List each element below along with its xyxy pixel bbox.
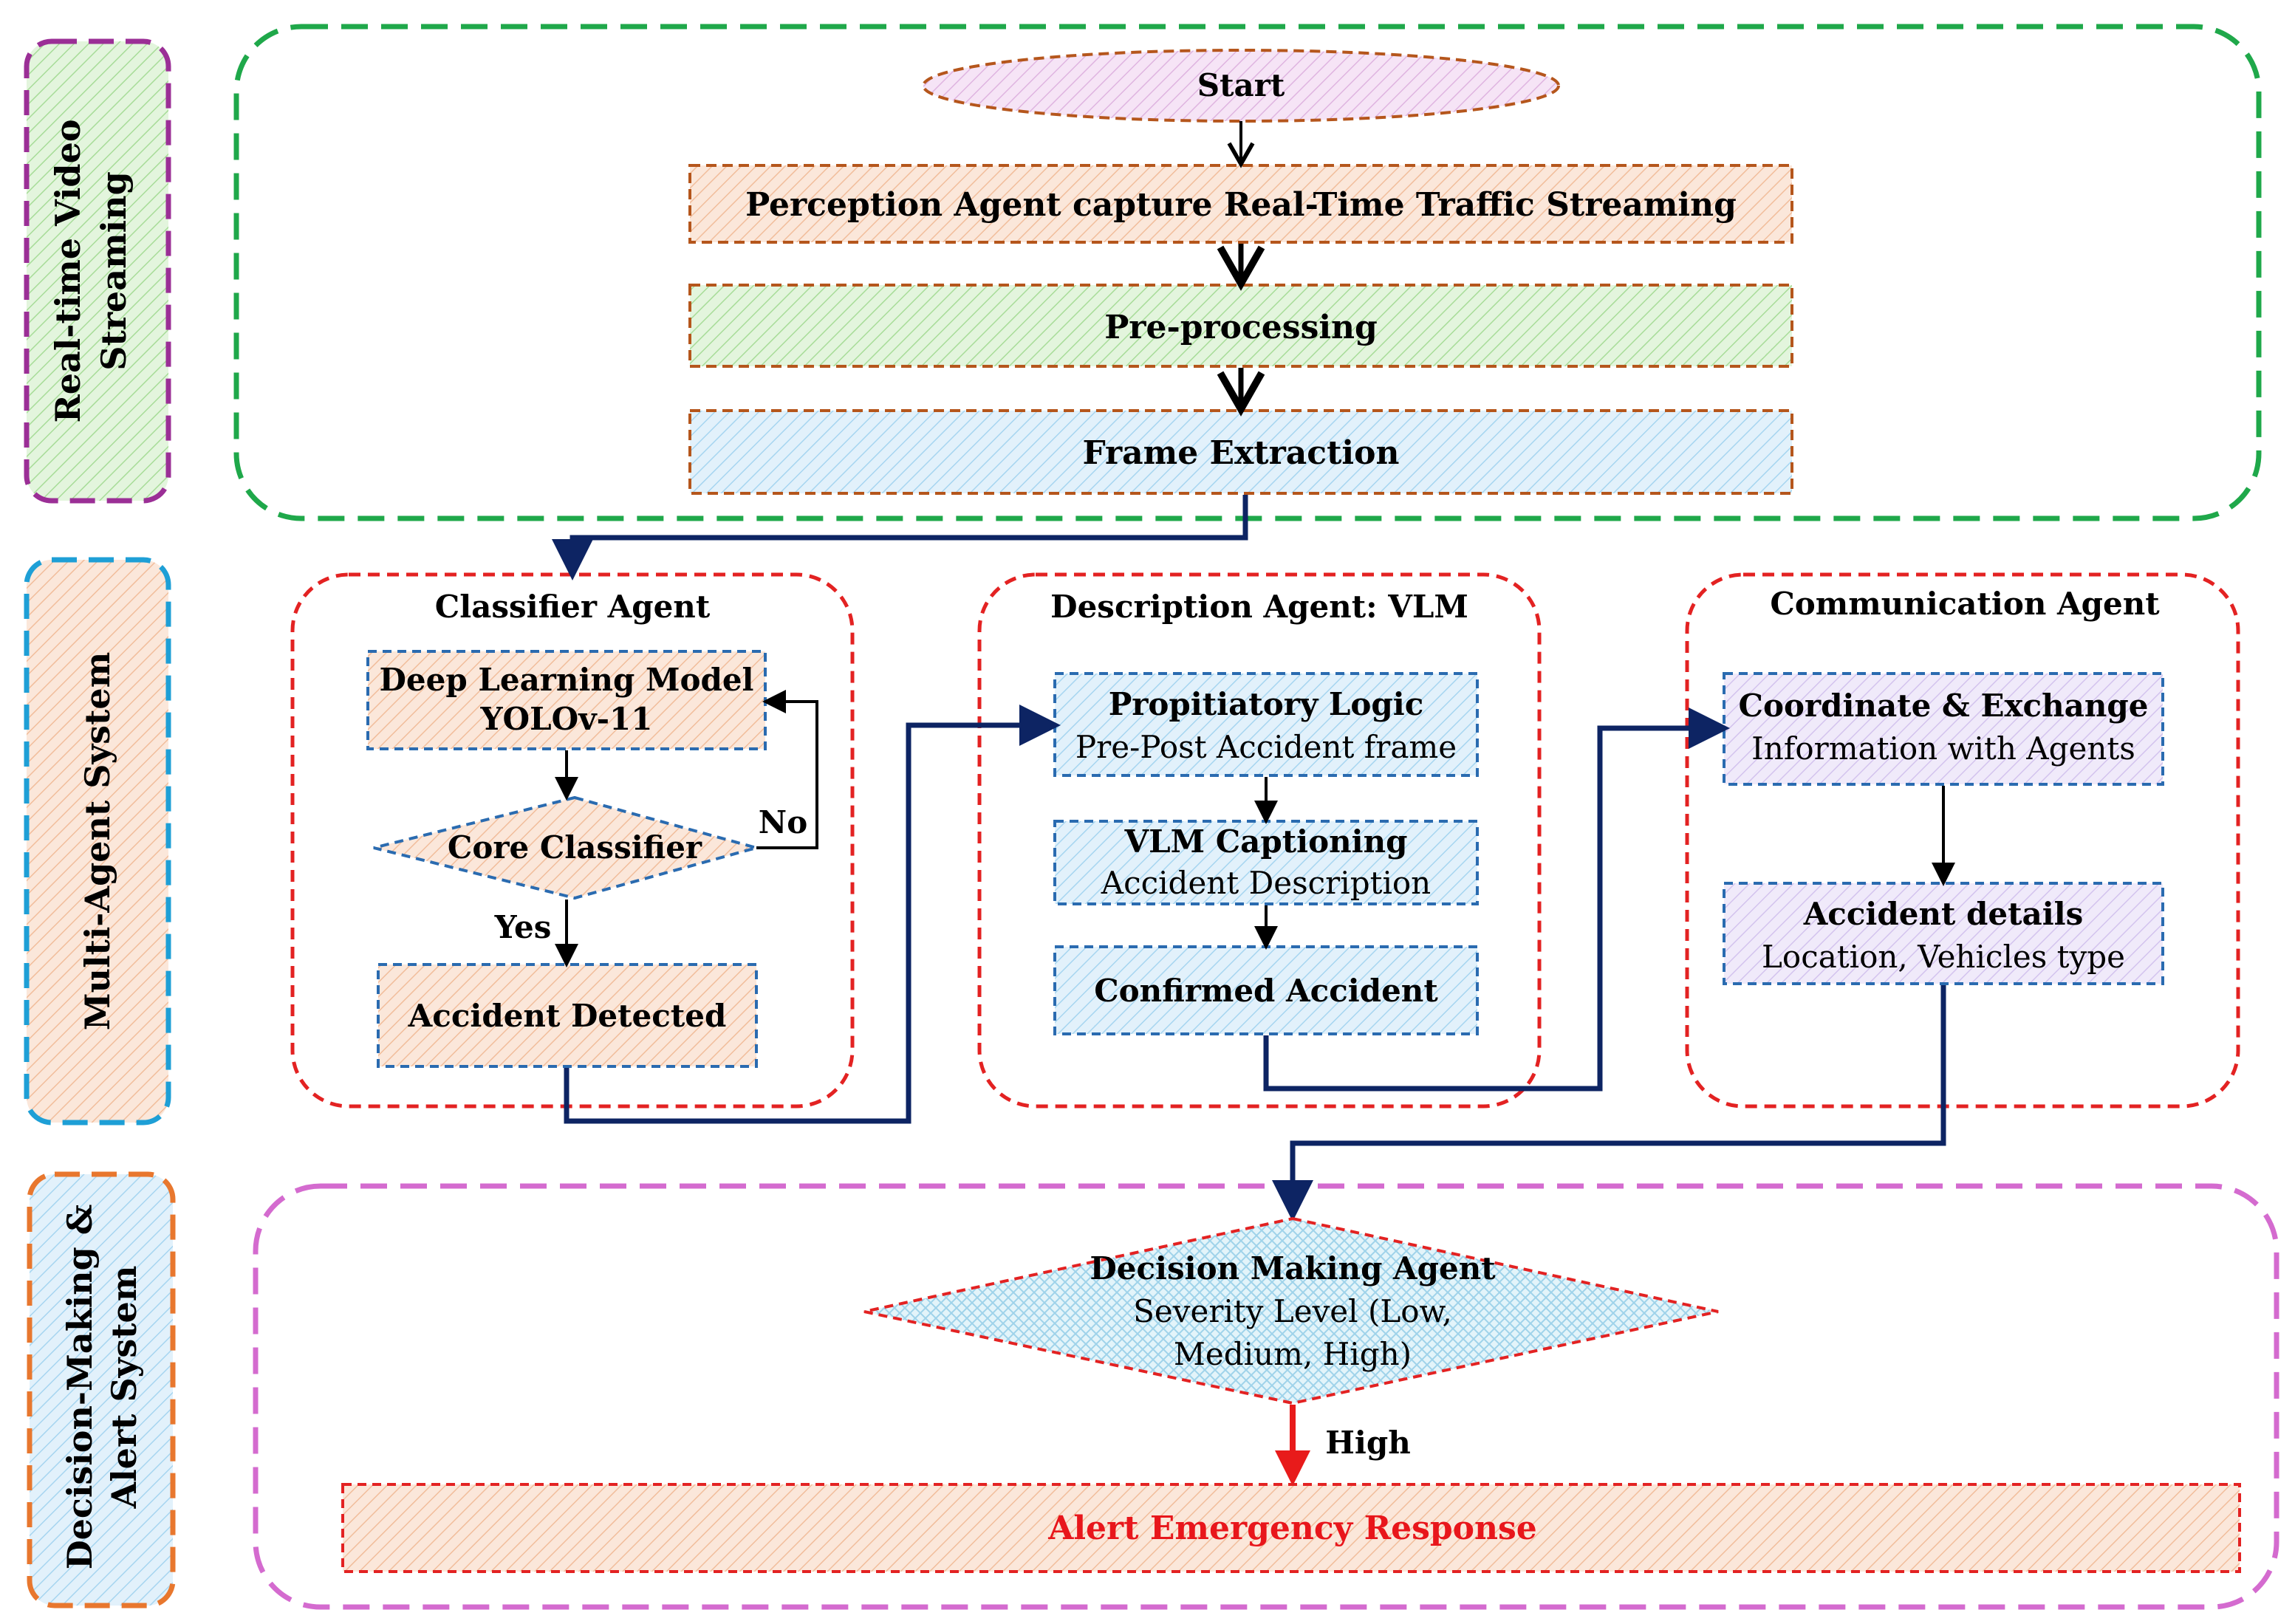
section-label-mas-text: Multi-Agent System: [78, 652, 117, 1031]
yes-label: Yes: [494, 909, 552, 945]
vlm-captioning-node: [1053, 820, 1479, 905]
connector-frame-to-classifier: [552, 495, 1248, 580]
connector-description-to-communication: [1263, 707, 1730, 1092]
section-label-video: Real-time Video Streaming: [24, 38, 171, 504]
coordinate-exchange-sub: Information with Agents: [1751, 730, 2135, 767]
accident-detected-label: Accident Detected: [408, 998, 727, 1034]
core-classifier-node: [373, 795, 762, 900]
alert-emergency-node: [341, 1483, 2241, 1573]
decision-agent-line3: Medium, High): [1174, 1336, 1412, 1372]
propitiatory-logic-node: [1053, 672, 1479, 777]
yolo-model-line2: YOLOv-11: [480, 701, 653, 737]
classifier-agent-title: Classifier Agent: [435, 589, 711, 625]
description-agent-container: [977, 572, 1542, 1109]
vlm-captioning-sub: Accident Description: [1101, 865, 1431, 901]
alert-emergency-label: Alert Emergency Response: [1047, 1510, 1537, 1547]
section-label-decision: Decision-Making & Alert System: [27, 1171, 176, 1608]
accident-detected-node: [377, 963, 758, 1068]
decision-agent-title: Decision Making Agent: [1090, 1250, 1496, 1286]
accident-details-sub: Location, Vehicles type: [1762, 939, 2125, 975]
perception-node: [688, 164, 1793, 244]
propitiatory-logic-sub: Pre-Post Accident frame: [1075, 729, 1457, 765]
decision-agent-line2: Severity Level (Low,: [1133, 1293, 1452, 1329]
coordinate-exchange-title: Coordinate & Exchange: [1739, 688, 2149, 724]
communication-agent-title: Communication Agent: [1770, 586, 2160, 622]
high-label: High: [1325, 1425, 1411, 1461]
no-label: No: [759, 804, 807, 840]
preprocessing-label: Pre-processing: [1104, 309, 1378, 346]
section-label-decision-line2: Alert System: [104, 1266, 144, 1510]
decision-container: [253, 1183, 2279, 1610]
section-label-mas: Multi-Agent System: [24, 557, 171, 1126]
section-label-video-line2: Streaming: [94, 171, 134, 371]
frame-extraction-node: [688, 409, 1793, 495]
connector-communication-to-decision: [1272, 985, 1946, 1222]
section-label-decision-line1: Decision-Making &: [60, 1205, 100, 1569]
confirmed-accident-node: [1053, 945, 1479, 1035]
core-classifier-label: Core Classifier: [448, 829, 702, 866]
classifier-agent-container: [290, 572, 855, 1109]
section-label-video-line1: Real-time Video: [48, 119, 88, 422]
perception-label: Perception Agent capture Real-Time Traff…: [745, 186, 1737, 224]
stage-connectors: [552, 495, 1946, 1222]
frame-extraction-label: Frame Extraction: [1083, 434, 1400, 472]
accident-details-node: [1723, 882, 2164, 985]
decision-agent-node: [863, 1216, 1719, 1405]
accident-details-title: Accident details: [1803, 896, 2084, 932]
communication-agent-container: [1685, 572, 2240, 1109]
coordinate-exchange-node: [1723, 672, 2164, 786]
start-node: [922, 49, 1560, 123]
start-label: Start: [1197, 67, 1285, 103]
connector-classifier-to-description: [564, 705, 1061, 1124]
confirmed-accident-label: Confirmed Accident: [1094, 973, 1438, 1009]
yolo-model-line1: Deep Learning Model: [379, 662, 753, 698]
propitiatory-logic-title: Propitiatory Logic: [1109, 686, 1424, 722]
preprocessing-node: [688, 284, 1793, 368]
vlm-captioning-title: VLM Captioning: [1123, 823, 1407, 860]
description-agent-title: Description Agent: VLM: [1050, 589, 1468, 625]
classifier-arrows: [555, 690, 818, 967]
